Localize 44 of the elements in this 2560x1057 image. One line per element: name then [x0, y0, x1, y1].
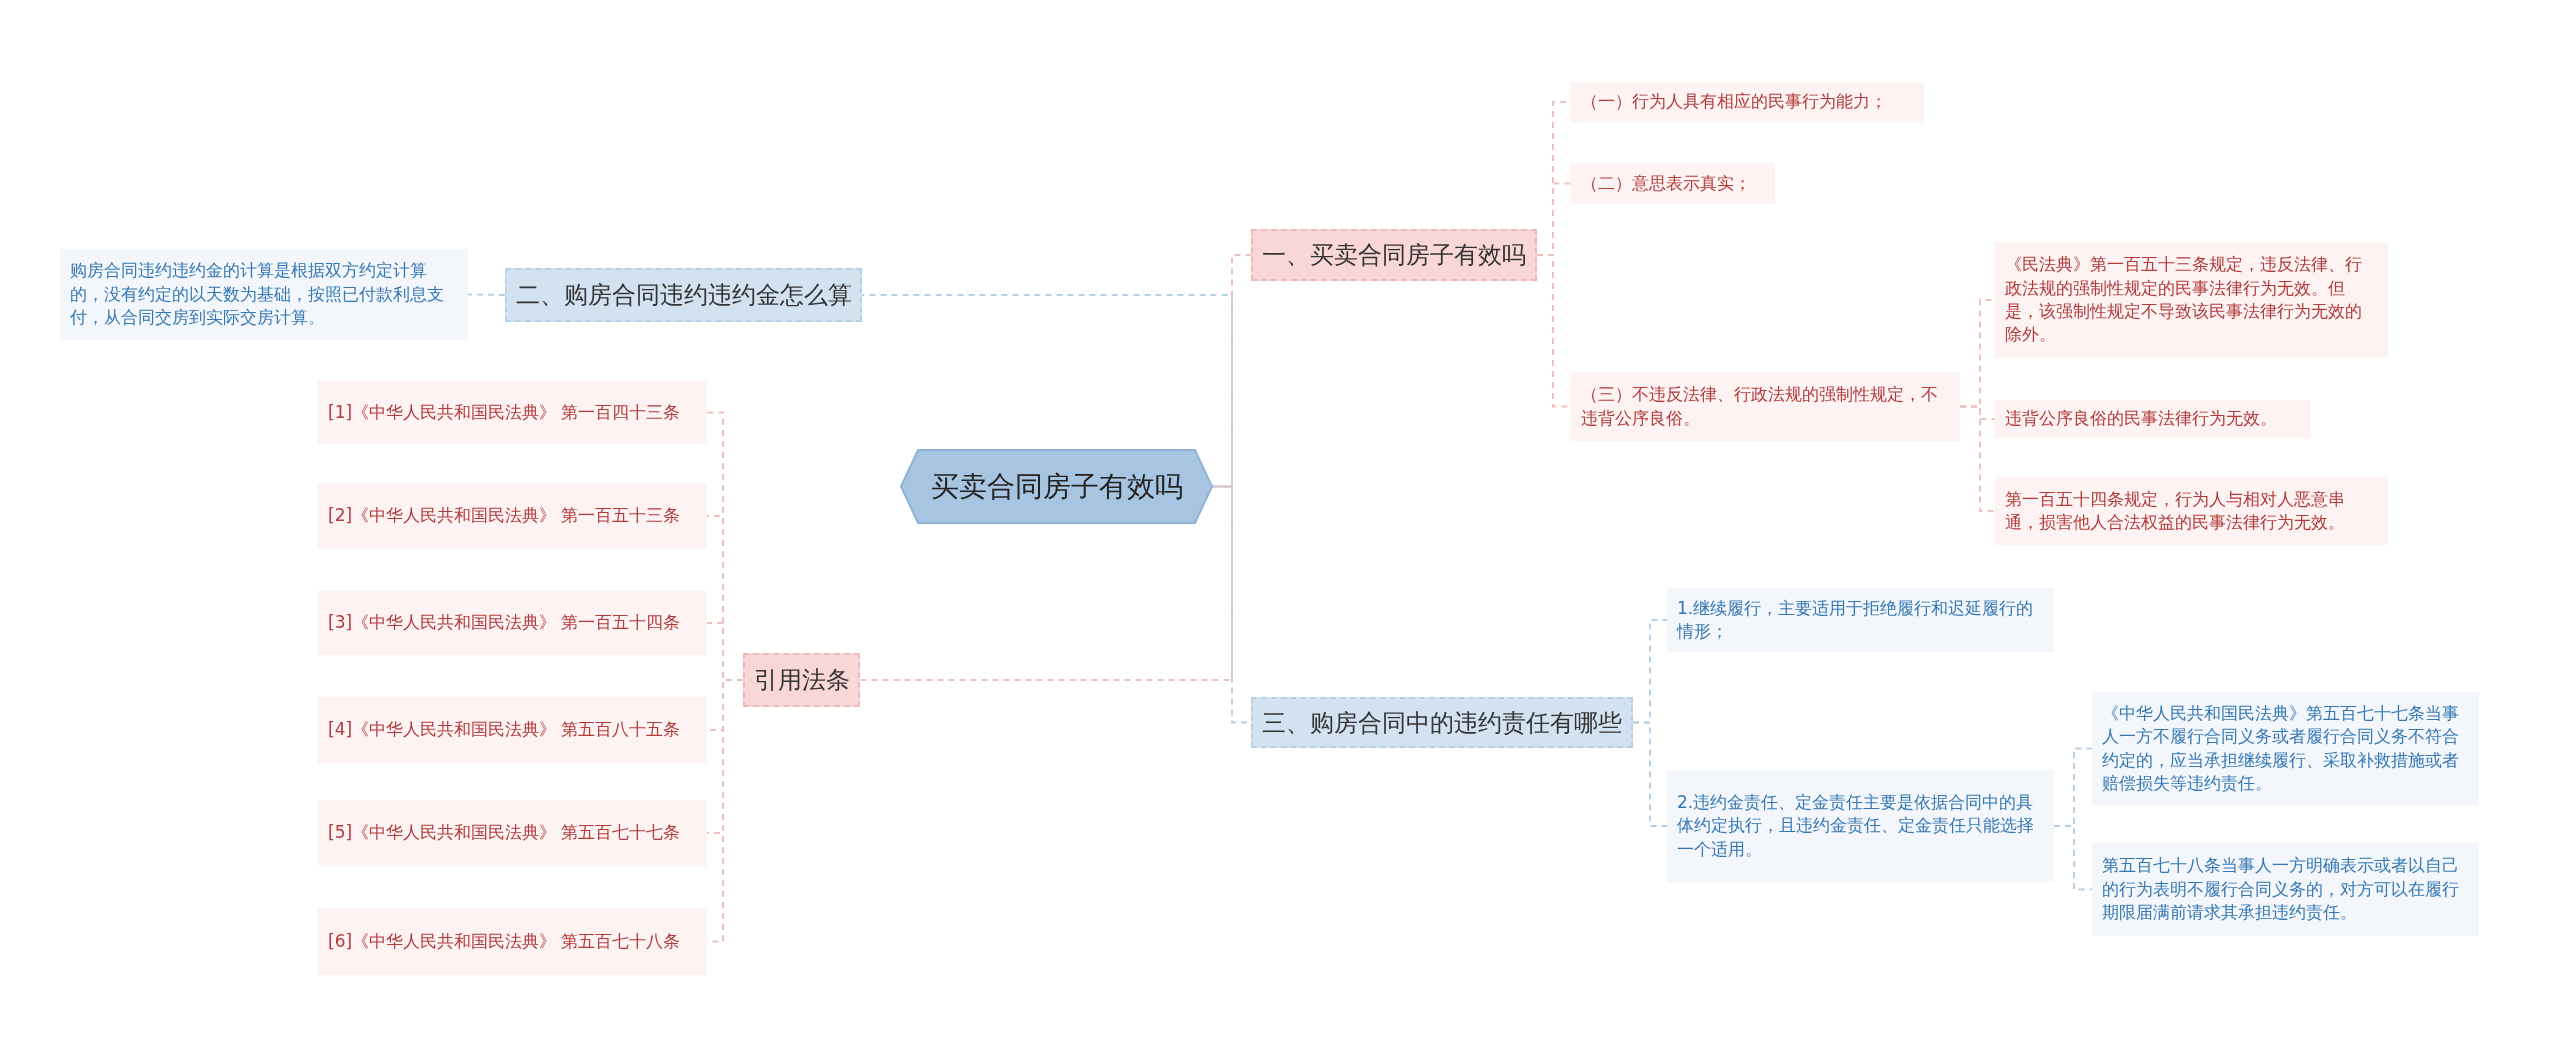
subtopic-box: [2092, 843, 2479, 936]
subtopic-text: 购房合同违约违约金的计算是根据双方约定计算的，没有约定的以天数为基础，按照已付款利息支付，从合同交房到实际交房计算。: [70, 259, 445, 330]
subtopic-box: [1571, 372, 1960, 441]
topic-text: 二、购房合同违约违约金怎么算: [515, 280, 852, 311]
subtopic-text: （一）行为人具有相应的民事行为能力；: [1581, 90, 1887, 114]
subtopic-box: [1995, 400, 2311, 438]
subtopic-text: （三）不违反法律、行政法规的强制性规定，不违背公序良俗。: [1581, 383, 1939, 430]
topic-box: [1251, 697, 1633, 748]
topic-box: [505, 268, 862, 322]
connector-line: [467, 293, 506, 296]
subtopic-text: [2]《中华人民共和国民法典》 第一百五十三条: [328, 504, 681, 528]
subtopic-text: [3]《中华人民共和国民法典》 第一百五十四条: [328, 611, 681, 635]
subtopic-text: 第五百七十八条当事人一方明确表示或者以自己的行为表明不履行合同义务的，对方可以在履行期限届满前请求其承担违约责任。: [2102, 854, 2460, 925]
subtopic-box: [1571, 163, 1775, 204]
subtopic-text: [6]《中华人民共和国民法典》 第五百七十八条: [328, 929, 681, 953]
subtopic-text: [5]《中华人民共和国民法典》 第五百七十七条: [328, 821, 681, 845]
central-topic: 买卖合同房子有效吗: [930, 468, 1183, 505]
connector-line: [1632, 721, 1668, 827]
subtopic-box: [318, 483, 707, 549]
subtopic-box: [1995, 477, 2388, 545]
subtopic-text: 第一百五十四条规定，行为人与相对人恶意串通，损害他人合法权益的民事法律行为无效。: [2005, 487, 2346, 534]
subtopic-box: [60, 249, 468, 340]
subtopic-text: 2.违约金责任、定金责任主要是依据合同中的具体约定执行，且违约金责任、定金责任只能选择一个适用。: [1677, 790, 2035, 861]
subtopic-text: [1]《中华人民共和国民法典》 第一百四十三条: [328, 400, 681, 424]
subtopic-box: [318, 591, 707, 655]
subtopic-box: [1667, 770, 2054, 882]
topic-box: [743, 653, 860, 707]
topic-text: 引用法条: [753, 665, 850, 696]
subtopic-box: [318, 381, 707, 444]
subtopic-box: [318, 908, 707, 975]
subtopic-text: [4]《中华人民共和国民法典》 第五百八十五条: [328, 718, 681, 742]
subtopic-text: 1.继续履行，主要适用于拒绝履行和迟延履行的情形；: [1677, 596, 2035, 643]
topic-text: 三、购房合同中的违约责任有哪些: [1262, 707, 1622, 739]
topic-text: 一、买卖合同房子有效吗: [1262, 240, 1526, 271]
subtopic-text: 违背公序良俗的民事法律行为无效。: [2005, 407, 2277, 431]
connector-line: [1959, 405, 1996, 512]
subtopic-text: 《中华人民共和国民法典》第五百七十七条当事人一方不履行合同义务或者履行合同义务不符合约定的，应当承担继续履行、采取补救措施或者赔偿损失等违约责任。: [2102, 701, 2460, 795]
subtopic-box: [318, 800, 707, 866]
subtopic-box: [2092, 692, 2479, 805]
topic-box: [1251, 229, 1537, 281]
subtopic-text: 《民法典》第一百五十三条规定，违反法律、行政法规的强制性规定的民事法律行为无效。但是，该强制性规定不导致该民事法律行为无效的除外。: [2005, 253, 2363, 347]
subtopic-box: [1667, 588, 2054, 652]
connector-line: [2053, 825, 2093, 891]
subtopic-text: （二）意思表示真实；: [1581, 171, 1751, 195]
